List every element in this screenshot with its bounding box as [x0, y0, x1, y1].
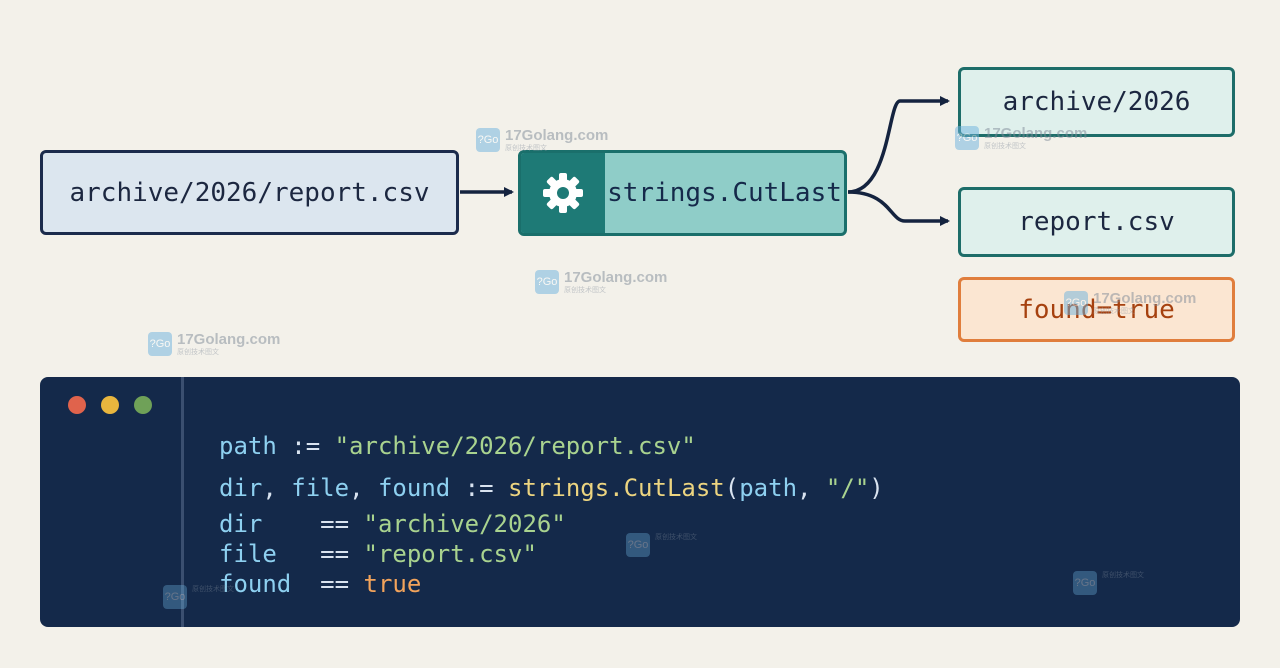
- code-token: path: [739, 474, 798, 502]
- code-token: strings.CutLast: [508, 474, 725, 502]
- code-token: file: [291, 474, 350, 502]
- code-token: ,: [797, 474, 826, 502]
- watermark-subtitle: 原创技术图文: [655, 534, 697, 541]
- window-close-dot: [68, 396, 86, 414]
- code-token: ): [869, 474, 884, 502]
- code-token: ,: [262, 474, 292, 502]
- output-found-box: found=true: [958, 277, 1235, 342]
- function-box: strings.CutLast: [518, 150, 847, 236]
- watermark-subtitle: 原创技术图文: [1093, 308, 1135, 315]
- output-before-box: archive/2026: [958, 67, 1235, 137]
- code-token: "archive/2026": [363, 510, 566, 538]
- watermark-subtitle: 原创技术图文: [177, 349, 219, 356]
- window-maximize-dot: [134, 396, 152, 414]
- watermark-logo: ?Go: [1073, 571, 1097, 595]
- watermark-logo: ?Go: [476, 128, 500, 152]
- output-after-box: report.csv: [958, 187, 1235, 257]
- code-token: file: [219, 540, 277, 568]
- watermark: ?Go 原创技术图文: [1073, 571, 1144, 595]
- watermark-subtitle: 原创技术图文: [1102, 572, 1144, 579]
- watermark: ?Go 原创技术图文: [163, 585, 234, 609]
- watermark-subtitle: 原创技术图文: [192, 586, 234, 593]
- watermark-logo: ?Go: [1064, 291, 1088, 315]
- input-path-label: archive/2026/report.csv: [69, 177, 430, 208]
- code-token: ==: [291, 570, 364, 598]
- code-token: true: [363, 570, 422, 598]
- watermark-title: 17Golang.com: [984, 125, 1088, 142]
- function-name-label: strings.CutLast: [607, 178, 842, 208]
- code-line: found == true: [219, 570, 421, 598]
- output-before-label: archive/2026: [1002, 87, 1191, 117]
- code-token: "/": [825, 474, 870, 502]
- watermark-title: 17Golang.com: [177, 331, 281, 348]
- code-token: found: [377, 474, 451, 502]
- code-token: "archive/2026/report.csv": [334, 432, 696, 460]
- watermark: ?Go 原创技术图文: [626, 533, 697, 557]
- output-found-label: found=true: [1018, 294, 1175, 325]
- code-token: path: [219, 432, 277, 460]
- code-token: "report.csv": [363, 540, 537, 568]
- code-token: ,: [349, 474, 378, 502]
- watermark-logo: ?Go: [626, 533, 650, 557]
- code-token: dir: [219, 510, 263, 538]
- code-token: found: [219, 570, 292, 598]
- code-line: file == "report.csv": [219, 540, 537, 568]
- code-token: (: [724, 474, 740, 502]
- watermark-title: 17Golang.com: [505, 127, 609, 144]
- input-path-box: archive/2026/report.csv: [40, 150, 459, 235]
- watermark-subtitle: 原创技术图文: [564, 287, 606, 294]
- code-token: :=: [276, 432, 335, 460]
- watermark-logo: ?Go: [163, 585, 187, 609]
- arrow-function-to-after: [847, 190, 950, 226]
- code-window: path := "archive/2026/report.csv" dir, f…: [40, 377, 1240, 627]
- code-line: dir == "archive/2026": [219, 510, 566, 538]
- code-token: ==: [276, 540, 364, 568]
- watermark-logo: ?Go: [535, 270, 559, 294]
- watermark-logo: ?Go: [955, 126, 979, 150]
- code-token: :=: [450, 474, 509, 502]
- watermark-subtitle: 原创技术图文: [505, 145, 547, 152]
- output-after-label: report.csv: [1018, 207, 1175, 237]
- arrow-function-to-before: [847, 96, 950, 194]
- code-token: dir: [219, 474, 263, 502]
- code-token: ==: [262, 510, 364, 538]
- gear-icon: [521, 153, 605, 233]
- watermark-title: 17Golang.com: [1093, 290, 1197, 307]
- watermark-logo: ?Go: [148, 332, 172, 356]
- watermark-subtitle: 原创技术图文: [984, 143, 1026, 150]
- watermark-title: 17Golang.com: [564, 269, 668, 286]
- window-minimize-dot: [101, 396, 119, 414]
- gutter-divider: [181, 377, 184, 627]
- code-line: path := "archive/2026/report.csv": [219, 432, 696, 460]
- code-line: dir, file, found := strings.CutLast(path…: [219, 474, 884, 502]
